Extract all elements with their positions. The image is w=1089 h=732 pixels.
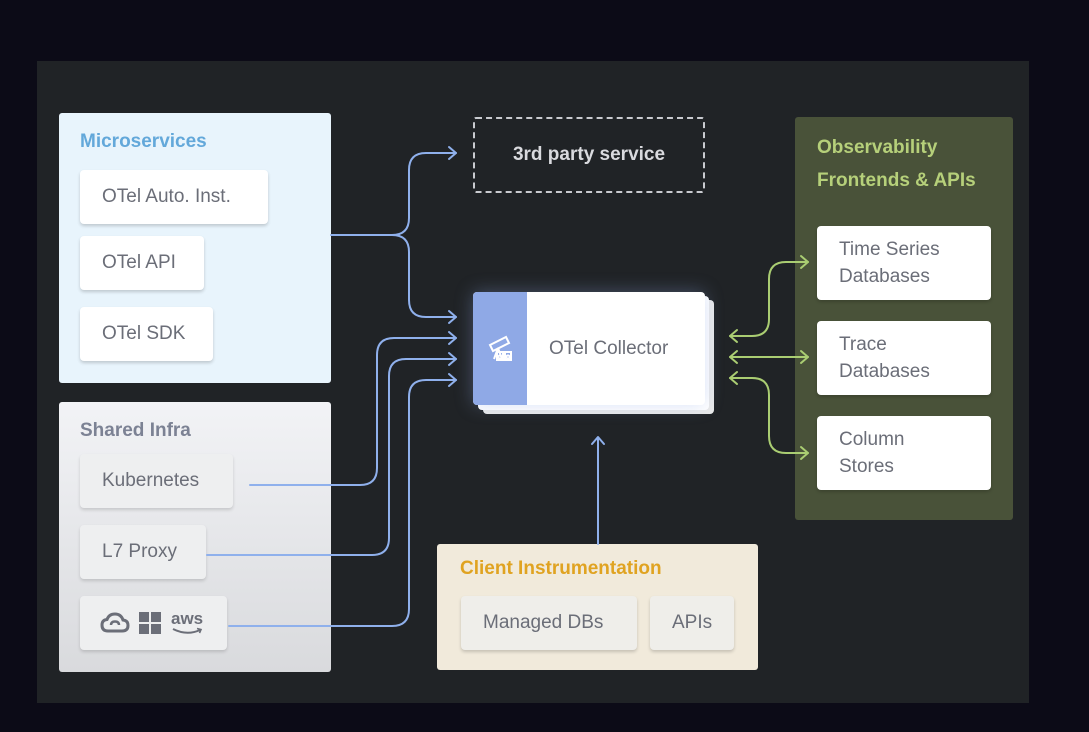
otel-sdk-card[interactable]: OTel SDK (80, 307, 213, 361)
cloud-providers-card[interactable]: aws (80, 596, 227, 650)
aws-logo-icon: aws (171, 609, 204, 635)
apis-card[interactable]: APIs (650, 596, 734, 650)
microservices-title: Microservices (80, 131, 207, 152)
third-party-service-box[interactable]: 3rd party service (473, 117, 705, 193)
third-party-service-label: 3rd party service (512, 144, 666, 165)
observability-title-line1: Observability (817, 137, 938, 158)
cloud-icon (100, 612, 130, 633)
observability-title-line2: Frontends & APIs (817, 170, 976, 191)
aws-logo-text: aws (171, 609, 204, 628)
trace-databases-card[interactable]: Trace Databases (817, 321, 991, 395)
column-stores-card[interactable]: Column Stores (817, 416, 991, 490)
time-series-databases-card[interactable]: Time Series Databases (817, 226, 991, 300)
otel-auto-inst-card[interactable]: OTel Auto. Inst. (80, 170, 268, 224)
otel-collector-label: OTel Collector (549, 337, 669, 359)
otel-collector-card[interactable]: OTel Collector (473, 292, 705, 405)
collector-accent-bar (473, 292, 527, 405)
client-instrumentation-group: Client Instrumentation Managed DBs APIs (437, 544, 758, 670)
l7-proxy-card[interactable]: L7 Proxy (80, 525, 206, 579)
shared-infra-group: Shared Infra Kubernetes L7 Proxy aws (59, 402, 331, 672)
otel-api-card[interactable]: OTel API (80, 236, 204, 290)
windows-icon (139, 612, 161, 634)
client-instrumentation-title: Client Instrumentation (460, 558, 662, 579)
aws-smile-icon (172, 627, 203, 634)
kubernetes-card[interactable]: Kubernetes (80, 454, 233, 508)
telescope-icon (488, 335, 512, 361)
observability-group: Observability Frontends & APIs Time Seri… (795, 117, 1013, 520)
microservices-group: Microservices OTel Auto. Inst. OTel API … (59, 113, 331, 383)
shared-infra-title: Shared Infra (80, 420, 191, 441)
managed-dbs-card[interactable]: Managed DBs (461, 596, 637, 650)
